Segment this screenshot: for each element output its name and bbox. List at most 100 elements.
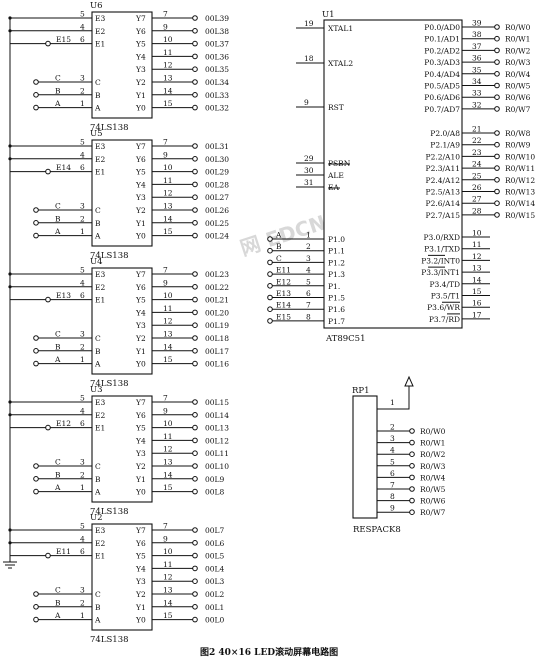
- mcu-p2-terminal[interactable]: [494, 130, 500, 136]
- decoder-enable-terminal[interactable]: [45, 552, 51, 559]
- decoder-output-terminal[interactable]: [192, 309, 198, 316]
- decoder-output-terminal[interactable]: [192, 412, 198, 418]
- decoder-output-terminal[interactable]: [192, 207, 198, 213]
- decoder-select-terminal[interactable]: [33, 604, 39, 610]
- decoder-output-label: Y7: [135, 14, 146, 23]
- mcu-p0-terminal[interactable]: [494, 71, 500, 77]
- mcu-p1-terminal[interactable]: [267, 259, 273, 266]
- mcu-p0-terminal[interactable]: [494, 94, 500, 100]
- decoder-select-terminal[interactable]: [33, 92, 39, 98]
- decoder-output-terminal[interactable]: [192, 79, 198, 85]
- decoder-output-terminal[interactable]: [192, 335, 198, 341]
- decoder-select-terminal[interactable]: [33, 476, 39, 482]
- mcu-p2-terminal[interactable]: [494, 153, 500, 160]
- decoder-input-pin-number: 5: [80, 394, 85, 403]
- decoder-select-terminal[interactable]: [33, 104, 39, 111]
- mcu-p1-terminal[interactable]: [267, 271, 273, 277]
- mcu-p2-terminal[interactable]: [494, 200, 500, 206]
- decoder-output-terminal[interactable]: [192, 476, 198, 482]
- decoder-output-terminal[interactable]: [192, 463, 198, 469]
- mcu-p0-terminal[interactable]: [494, 106, 500, 112]
- mcu-p2-terminal[interactable]: [494, 212, 500, 218]
- decoder-output-terminal[interactable]: [192, 194, 198, 200]
- decoder-output-terminal[interactable]: [192, 552, 198, 559]
- mcu-p1-terminal[interactable]: [267, 306, 273, 313]
- decoder-output-terminal[interactable]: [192, 66, 198, 72]
- mcu-p1-terminal[interactable]: [267, 318, 273, 324]
- decoder-enable-terminal[interactable]: [45, 296, 51, 303]
- rpack-pin-terminal[interactable]: [409, 497, 415, 504]
- mcu-p0-terminal[interactable]: [494, 24, 500, 30]
- mcu-p2-terminal[interactable]: [494, 177, 500, 183]
- mcu-p0-terminal[interactable]: [494, 59, 500, 65]
- decoder-output-terminal[interactable]: [192, 616, 198, 623]
- rpack-pin-terminal[interactable]: [409, 428, 415, 434]
- decoder-output-terminal[interactable]: [192, 360, 198, 367]
- decoder-select-terminal[interactable]: [33, 488, 39, 495]
- mcu-p0-terminal[interactable]: [494, 47, 500, 54]
- rpack-pin-terminal[interactable]: [409, 439, 415, 446]
- mcu-p1-terminal[interactable]: [267, 247, 273, 254]
- decoder-output-terminal[interactable]: [192, 591, 198, 597]
- decoder-output-pin-number: 9: [163, 406, 168, 415]
- decoder-select-terminal[interactable]: [33, 616, 39, 623]
- decoder-select-terminal[interactable]: [33, 79, 39, 85]
- decoder-output-terminal[interactable]: [192, 322, 198, 329]
- decoder-select-terminal[interactable]: [33, 463, 39, 469]
- decoder-select-terminal[interactable]: [33, 220, 39, 226]
- decoder-output-terminal[interactable]: [192, 604, 198, 610]
- decoder-enable-terminal[interactable]: [45, 424, 51, 431]
- decoder-output-net: 00L36: [205, 52, 229, 61]
- decoder-output-terminal[interactable]: [192, 540, 198, 546]
- mcu-p2-terminal[interactable]: [494, 165, 500, 171]
- decoder-output-terminal[interactable]: [192, 15, 198, 21]
- decoder-select-terminal[interactable]: [33, 335, 39, 341]
- decoder-input-pin-number: 2: [80, 470, 85, 479]
- decoder-output-terminal[interactable]: [192, 399, 198, 405]
- decoder-select-terminal[interactable]: [33, 232, 39, 239]
- rpack-pin-terminal[interactable]: [409, 486, 415, 492]
- decoder-output-terminal[interactable]: [192, 104, 198, 111]
- mcu-p2-terminal[interactable]: [494, 141, 500, 148]
- mcu-p1-terminal[interactable]: [267, 294, 273, 301]
- decoder-output-terminal[interactable]: [192, 450, 198, 457]
- decoder-output-terminal[interactable]: [192, 156, 198, 162]
- decoder-output-terminal[interactable]: [192, 271, 198, 277]
- decoder-enable-terminal[interactable]: [45, 168, 51, 175]
- rpack-pin-terminal[interactable]: [409, 509, 415, 516]
- decoder-output-terminal[interactable]: [192, 296, 198, 303]
- decoder-output-terminal[interactable]: [192, 284, 198, 290]
- decoder-select-terminal[interactable]: [33, 207, 39, 213]
- decoder-output-terminal[interactable]: [192, 181, 198, 188]
- mcu-p1-label: P1.6: [328, 305, 345, 314]
- mcu-p0-terminal[interactable]: [494, 35, 500, 42]
- mcu-p1-terminal[interactable]: [267, 283, 273, 289]
- rpack-pin-terminal[interactable]: [409, 474, 415, 481]
- mcu-p0-terminal[interactable]: [494, 82, 500, 89]
- decoder-output-terminal[interactable]: [192, 348, 198, 354]
- decoder-output-terminal[interactable]: [192, 488, 198, 495]
- decoder-select-terminal[interactable]: [33, 348, 39, 354]
- decoder-output-terminal[interactable]: [192, 168, 198, 175]
- decoder-output-terminal[interactable]: [192, 565, 198, 572]
- decoder-output-terminal[interactable]: [192, 40, 198, 47]
- mcu-p1-terminal[interactable]: [267, 236, 273, 242]
- decoder-output-terminal[interactable]: [192, 578, 198, 585]
- decoder-output-terminal[interactable]: [192, 143, 198, 149]
- decoder-select-terminal[interactable]: [33, 360, 39, 367]
- decoder-enable-terminal[interactable]: [45, 40, 51, 47]
- rpack-pin-terminal[interactable]: [409, 451, 415, 458]
- decoder-select-terminal[interactable]: [33, 591, 39, 597]
- decoder-output-terminal[interactable]: [192, 53, 198, 60]
- decoder-output-terminal[interactable]: [192, 232, 198, 239]
- mcu-p2-label: P2.6/A14: [426, 199, 461, 208]
- rpack-pin-terminal[interactable]: [409, 463, 415, 469]
- decoder-output-terminal[interactable]: [192, 28, 198, 34]
- decoder-output-terminal[interactable]: [192, 527, 198, 533]
- decoder-output-terminal[interactable]: [192, 220, 198, 226]
- decoder-output-terminal[interactable]: [192, 92, 198, 98]
- mcu-p2-terminal[interactable]: [494, 188, 500, 195]
- mcu-p2-pin-number: 21: [472, 125, 482, 134]
- decoder-output-terminal[interactable]: [192, 424, 198, 431]
- decoder-output-terminal[interactable]: [192, 437, 198, 444]
